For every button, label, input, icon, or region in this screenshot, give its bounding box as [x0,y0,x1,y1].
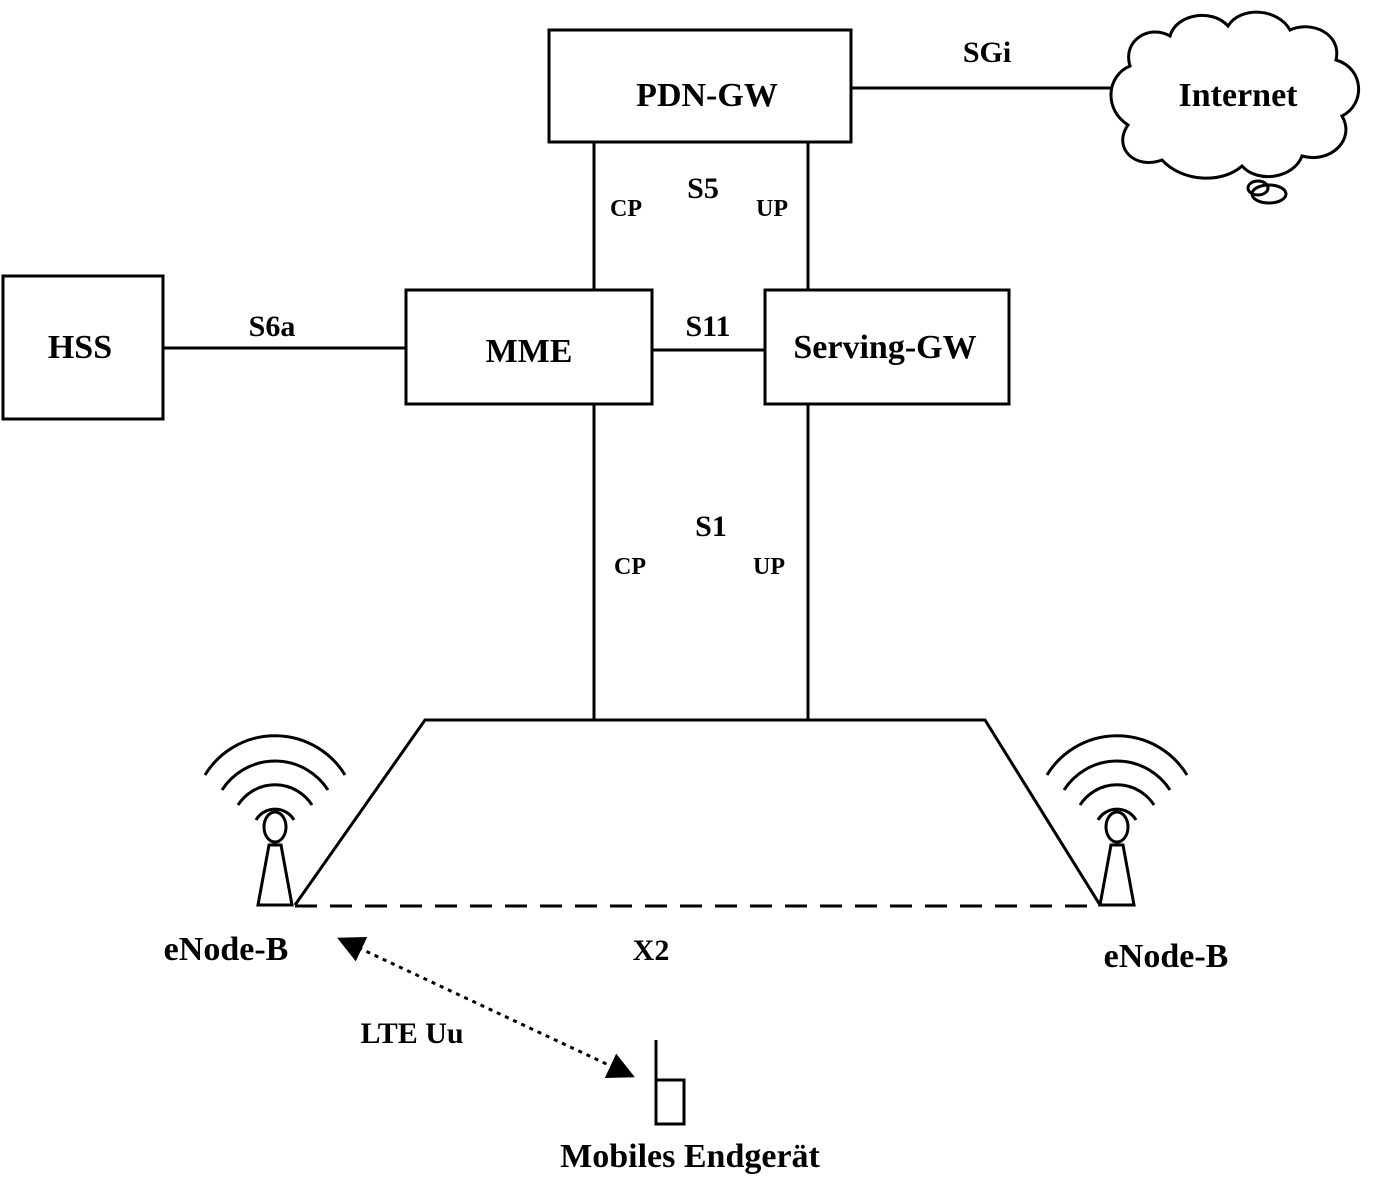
s6a-label: S6a [249,310,296,343]
hss-box [1,274,165,421]
internet-label: Internet [1179,77,1299,114]
enodeb-right-label: eNode-B [1104,938,1229,975]
sgi-label: SGi [963,36,1011,69]
mme-box [404,288,654,406]
enodeb-left-label: eNode-B [164,931,289,968]
x2-label: X2 [633,934,670,967]
s11-label: S11 [685,310,730,343]
lte-uu-label: LTE Uu [360,1017,463,1050]
cell-tower-icon [203,734,347,907]
serving-gw-label: Serving-GW [793,329,976,366]
s5-label: S5 [687,172,719,205]
lte-uu-link [337,936,635,1079]
s1-up-label: UP [753,554,785,580]
s1-label: S1 [695,510,727,543]
mme-label: MME [486,333,573,370]
s1-distribution-link [293,718,1102,906]
s5-cp-label: CP [610,196,642,222]
s1-cp-label: CP [614,554,646,580]
s5-up-label: UP [756,196,788,222]
mobile-device-label: Mobiles Endgerät [560,1138,820,1175]
pdn-gw-label: PDN-GW [636,77,778,114]
mobile-phone-icon [654,1040,686,1126]
pdn-gw-box [547,28,853,144]
cloud-icon [1109,10,1360,205]
hss-label: HSS [48,329,112,366]
cell-tower-icon [1045,734,1189,907]
serving-gw-box [763,288,1011,406]
